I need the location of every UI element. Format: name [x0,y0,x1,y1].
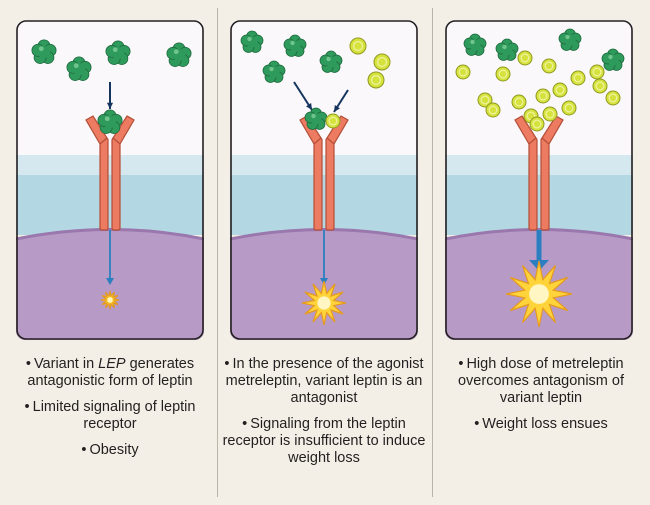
panel-border [445,20,633,340]
variant-leptin-icon [240,30,264,53]
metreleptin-icon [561,100,577,116]
metreleptin-icon [477,92,493,108]
panel-agonist-low-dose [230,20,418,340]
caption-bullet: •In the presence of the agonist metrelep… [224,356,424,406]
cell-membrane [16,175,204,235]
caption-bullet: •Signaling from the leptin receptor is i… [222,416,426,466]
caption-bullet: •Obesity [81,442,139,458]
metreleptin-icon [542,106,558,122]
caption-bullet: •High dose of metreleptin overcomes anta… [457,356,625,406]
variant-leptin-icon [66,56,92,81]
metreleptin-icon [349,37,367,55]
variant-leptin-icon [304,107,328,130]
metreleptin-icon [605,90,621,106]
leptin-receptor-icon [514,115,564,231]
membrane-outer [230,155,418,175]
panel-antagonist-alone [16,20,204,340]
variant-leptin-icon [319,50,343,73]
variant-leptin-icon [105,40,131,65]
membrane-outer [445,155,633,175]
variant-leptin-icon [166,42,192,67]
caption-panel-1: •Variant in LEP generates antagonistic f… [5,356,215,468]
variant-leptin-icon [558,28,582,51]
variant-leptin-icon [262,60,286,83]
variant-leptin-icon [601,48,625,71]
signal-burst-icon [100,290,120,310]
metreleptin-icon [541,58,557,74]
variant-leptin-icon [283,34,307,57]
panel-agonist-high-dose [445,20,633,340]
panel-border [16,20,204,340]
signal-burst-icon [505,260,573,328]
metreleptin-icon [325,113,341,129]
variant-leptin-icon [463,33,487,56]
metreleptin-icon [373,53,391,71]
diagram-svg [445,20,633,340]
metreleptin-icon [592,78,608,94]
metreleptin-icon [511,94,527,110]
metreleptin-icon [367,71,385,89]
divider [432,8,433,497]
metreleptin-icon [455,64,471,80]
variant-leptin-icon [31,39,57,64]
signal-arrowhead-icon [106,278,114,285]
metreleptin-icon [517,50,533,66]
cell-membrane [230,175,418,235]
caption-panel-2: •In the presence of the agonist metrelep… [220,356,428,476]
metreleptin-icon [535,88,551,104]
diagram-svg [230,20,418,340]
signal-burst-icon [301,280,347,326]
panel-border [230,20,418,340]
cell-membrane [445,175,633,235]
metreleptin-icon [529,116,545,132]
caption-bullet: •Weight loss ensues [474,416,608,432]
variant-leptin-icon [495,38,519,61]
binding-arrow-icon [106,82,114,109]
binding-arrow-icon [293,81,313,111]
variant-leptin-icon [97,109,123,134]
membrane-outer [16,155,204,175]
caption-bullet: •Variant in LEP generates antagonistic f… [25,356,195,389]
caption-panel-3: •High dose of metreleptin overcomes anta… [436,356,646,442]
caption-bullet: •Limited signaling of leptin receptor [24,399,196,432]
leptin-receptor-icon [85,115,135,231]
metreleptin-icon [552,82,568,98]
metreleptin-icon [485,102,501,118]
metreleptin-icon [589,64,605,80]
metreleptin-icon [495,66,511,82]
binding-arrow-icon [333,89,349,113]
divider [217,8,218,497]
metreleptin-icon [570,70,586,86]
diagram-svg [16,20,204,340]
leptin-receptor-icon [299,115,349,231]
